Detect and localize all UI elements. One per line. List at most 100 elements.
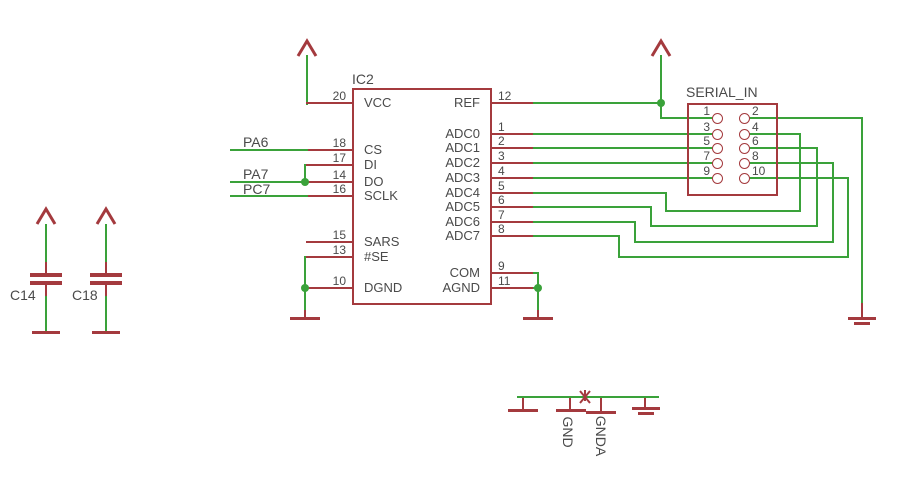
ic-pin-stub xyxy=(492,272,534,274)
ic-pin-stub xyxy=(492,147,534,149)
connector-pin-circle xyxy=(712,172,723,184)
ic-pin-stub xyxy=(492,192,534,194)
ic-pin-name: REF xyxy=(454,95,480,110)
ic-pin-number: 15 xyxy=(332,228,346,242)
wire-adc7 xyxy=(618,256,849,258)
connector-pin-number: 3 xyxy=(703,120,710,134)
ground-net-label-gnd: GND xyxy=(560,416,576,448)
wire-adc7 xyxy=(618,235,620,258)
vcc-arrow-icon xyxy=(95,206,117,225)
connector-pin-circle xyxy=(739,128,750,140)
wire-vcc-ref xyxy=(660,55,662,105)
ic-pin-name: CS xyxy=(364,142,383,157)
connector-pin-number: 9 xyxy=(703,164,710,178)
connector-body xyxy=(687,103,778,196)
gnd-symbol-lead xyxy=(600,398,602,411)
wire-adc3 xyxy=(533,177,713,179)
wire-adc6 xyxy=(749,162,834,164)
net-label-pc7: PC7 xyxy=(243,181,271,197)
connector-designator: SERIAL_IN xyxy=(686,84,758,100)
ic-pin-stub xyxy=(306,256,352,258)
connector-pin-circle xyxy=(712,112,723,124)
ic-pin-stub xyxy=(492,162,534,164)
ic-pin-number: 17 xyxy=(332,151,346,165)
net-label-pa6: PA6 xyxy=(243,134,269,150)
wire-adc5 xyxy=(816,147,818,227)
ic-pin-stub xyxy=(306,195,352,197)
gnd-symbol-icon xyxy=(586,411,616,414)
connector-pin-circle xyxy=(739,157,750,169)
ic-pin-number: 5 xyxy=(498,179,505,193)
gnd-symbol-lead xyxy=(537,310,539,318)
earth-ground-icon xyxy=(638,412,654,415)
ic-pin-number: 13 xyxy=(332,243,346,257)
ic-pin-number: 18 xyxy=(332,136,346,150)
ic-pin-name: ADC3 xyxy=(445,170,480,185)
gnd-symbol-icon xyxy=(556,409,586,412)
wire-adc7 xyxy=(533,235,620,237)
ic-pin-number: 1 xyxy=(498,120,505,134)
ic-pin-name: DGND xyxy=(364,280,403,295)
connector-pin-number: 8 xyxy=(752,149,759,163)
wire-adc5 xyxy=(749,147,818,149)
wire-agnd-drop xyxy=(537,288,539,310)
wire-ref xyxy=(533,102,663,104)
ic-pin-name: AGND xyxy=(442,280,480,295)
wire-c18-bottom xyxy=(105,296,107,331)
vcc-arrow-icon xyxy=(296,38,318,57)
wire-adc4 xyxy=(749,133,801,135)
gnd-symbol-lead xyxy=(569,398,571,409)
wire-se-gnd xyxy=(304,256,306,289)
ic-pin-name: COM xyxy=(449,265,480,280)
ic-pin-name: ADC1 xyxy=(445,140,480,155)
connector-pin-number: 5 xyxy=(703,134,710,148)
ic-pin-number: 11 xyxy=(498,274,511,288)
ic-pin-name: SCLK xyxy=(364,188,398,203)
earth-ground-lead xyxy=(861,303,863,317)
connector-pin-number: 4 xyxy=(752,120,759,134)
wire-com xyxy=(533,272,539,274)
ic-pin-stub xyxy=(306,287,352,289)
wire-conn-pin2 xyxy=(749,117,863,119)
wire-c14-top xyxy=(45,224,47,262)
wire-adc6 xyxy=(634,241,834,243)
wire-dgnd-drop xyxy=(304,288,306,310)
ic-pin-number: 12 xyxy=(498,89,512,103)
wire-pa6 xyxy=(230,149,308,151)
connector-pin-number: 2 xyxy=(752,104,759,118)
connector-pin-circle xyxy=(739,142,750,154)
earth-ground-lead xyxy=(644,398,646,407)
cap-lead xyxy=(105,262,107,273)
wire-to-conn-pin1 xyxy=(660,117,713,119)
wire-adc6 xyxy=(832,162,834,243)
connector-pin-circle xyxy=(712,128,723,140)
gnd-symbol-lead xyxy=(304,310,306,318)
ic-pin-name: ADC0 xyxy=(445,126,480,141)
ic-pin-stub xyxy=(492,177,534,179)
wire-c18-top xyxy=(105,224,107,262)
wire-di-branch xyxy=(304,164,306,183)
ic-designator: IC2 xyxy=(352,71,374,87)
connector-pin-circle xyxy=(739,112,750,124)
wire-adc4 xyxy=(665,210,801,212)
gnd-symbol-lead xyxy=(522,398,524,409)
capacitor-icon xyxy=(30,273,62,277)
earth-ground-icon xyxy=(848,317,876,320)
ic-pin-name: ADC6 xyxy=(445,214,480,229)
wire-vcc-ic xyxy=(306,55,308,105)
wire-pa7 xyxy=(230,181,308,183)
earth-ground-icon xyxy=(632,407,660,410)
ic-pin-name: ADC2 xyxy=(445,155,480,170)
ic-pin-stub xyxy=(306,164,352,166)
ic-pin-name: ADC4 xyxy=(445,185,480,200)
wire-c14-bottom xyxy=(45,296,47,331)
ic-pin-number: 7 xyxy=(498,208,505,222)
net-label-pa7: PA7 xyxy=(243,166,269,182)
ic-pin-number: 2 xyxy=(498,134,505,148)
connector-pin-number: 7 xyxy=(703,149,710,163)
wire-adc5 xyxy=(650,206,652,227)
wire-adc6 xyxy=(634,221,636,243)
ic-pin-stub xyxy=(492,133,534,135)
wire-pc7 xyxy=(230,195,308,197)
